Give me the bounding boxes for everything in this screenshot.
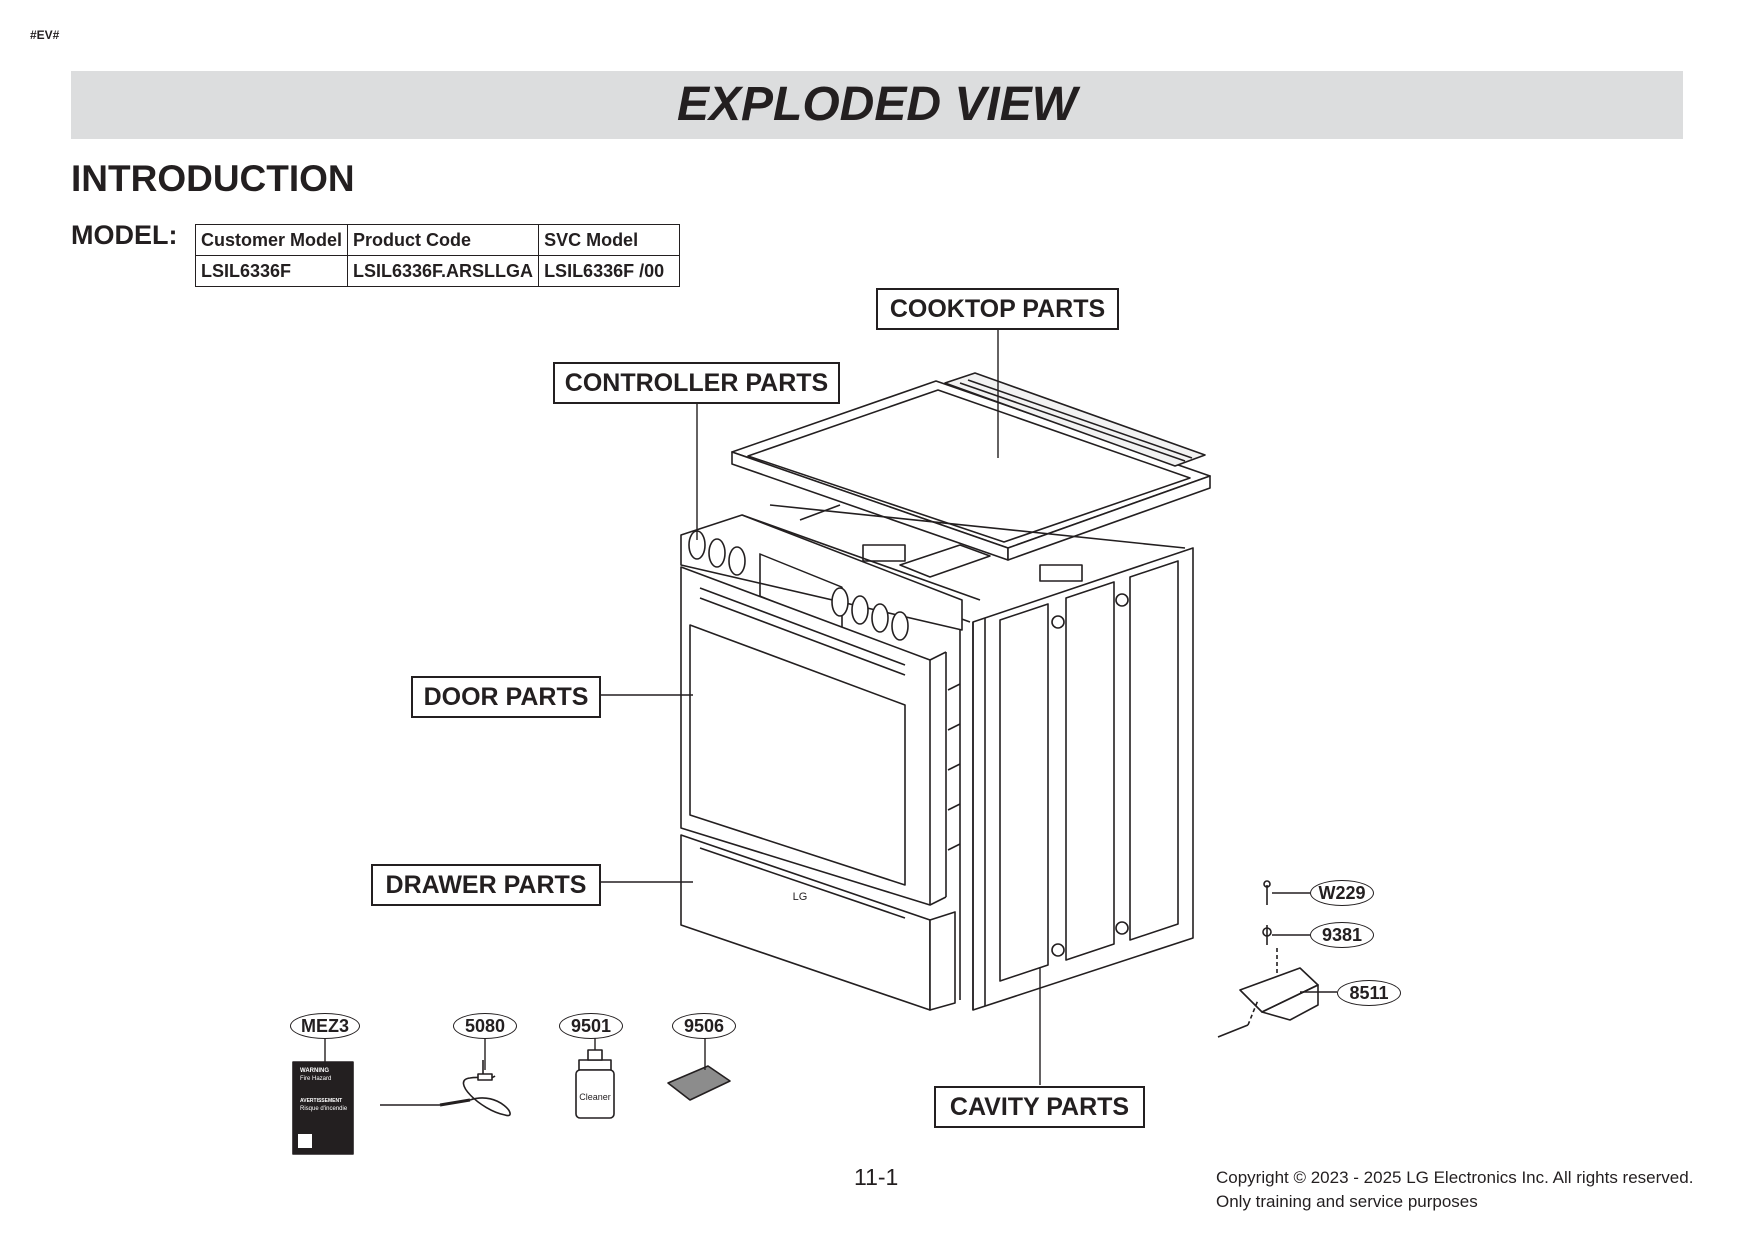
warning-title-fr-text: AVERTISSEMENT [300, 1098, 342, 1104]
table-row: LSIL6336F LSIL6336F.ARSLLGA LSIL6336F /0… [194, 255, 681, 287]
meat-probe-accessory [380, 1060, 511, 1117]
part-code-5080[interactable]: 5080 [453, 1013, 517, 1039]
door-parts-label[interactable]: DOOR PARTS [411, 676, 601, 718]
warning-title-text: WARNING [300, 1068, 329, 1074]
copyright-text: Copyright © 2023 - 2025 LG Electronics I… [1216, 1168, 1694, 1187]
cavity-body [959, 547, 1194, 1011]
table-header-row: Customer Model Product Code SVC Model [194, 224, 681, 256]
drawer-parts-label[interactable]: DRAWER PARTS [371, 864, 601, 906]
oven-interior [947, 683, 961, 851]
warming-drawer [680, 834, 956, 1011]
part-code-9381[interactable]: 9381 [1310, 922, 1374, 948]
part-code-8511[interactable]: 8511 [1337, 980, 1401, 1006]
part-code-mez3[interactable]: MEZ3 [290, 1013, 360, 1039]
cell-svc-model: LSIL6336F /00 [538, 255, 681, 287]
header-product-code: Product Code [347, 224, 540, 256]
controller-parts-label[interactable]: CONTROLLER PARTS [553, 362, 840, 404]
page-number: 11-1 [854, 1164, 899, 1190]
warning-label-accessory [292, 1061, 354, 1155]
cell-customer-model: LSIL6336F [194, 255, 349, 287]
model-table: Customer Model Product Code SVC Model LS… [194, 224, 681, 287]
warning-subtitle-fr-text: Risque d'incendie [300, 1106, 348, 1112]
cleaner-bottle-text: Cleaner [579, 1092, 611, 1102]
warning-subtitle-text: Fire Hazard [300, 1076, 331, 1082]
part-code-9501[interactable]: 9501 [559, 1013, 623, 1039]
header-customer-model: Customer Model [194, 224, 349, 256]
anti-tip-bracket [1217, 880, 1319, 1038]
cell-product-code: LSIL6336F.ARSLLGA [347, 255, 540, 287]
door-logo-text: LG [793, 891, 808, 903]
model-label: MODEL: [71, 220, 178, 250]
part-code-w229[interactable]: W229 [1310, 880, 1374, 906]
cleaning-pad-accessory [667, 1065, 731, 1101]
cooktop-parts-label[interactable]: COOKTOP PARTS [876, 288, 1119, 330]
page-tag: #EV# [30, 28, 60, 42]
cavity-parts-label[interactable]: CAVITY PARTS [934, 1086, 1145, 1128]
oven-door [680, 566, 947, 906]
footer-text: Copyright © 2023 - 2025 LG Electronics I… [1216, 1166, 1693, 1214]
part-code-9506[interactable]: 9506 [672, 1013, 736, 1039]
cooktop-panel [731, 372, 1211, 561]
page-title: EXPLODED VIEW [676, 78, 1078, 131]
section-heading: INTRODUCTION [71, 158, 355, 199]
title-banner: EXPLODED VIEW [71, 71, 1683, 139]
control-panel [680, 514, 963, 641]
cleaner-bottle-accessory [575, 1049, 615, 1119]
usage-note-text: Only training and service purposes [1216, 1192, 1478, 1211]
